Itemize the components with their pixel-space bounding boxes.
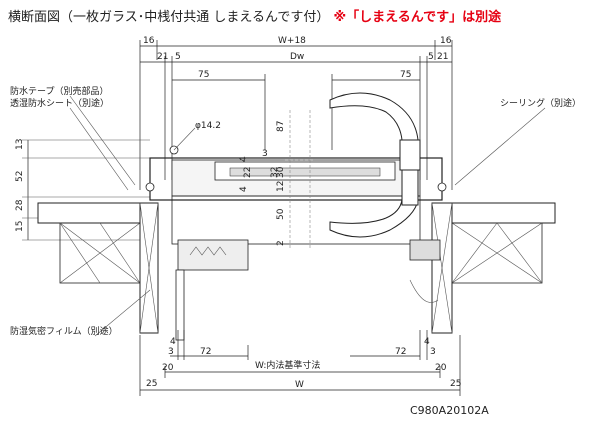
label-inner-width: W:内法基準寸法	[255, 359, 320, 371]
label-waterproof-tape: 防水テープ（別売部品）	[10, 85, 108, 97]
dim-b4r: 4	[424, 337, 430, 347]
dim-b25r: 25	[450, 379, 461, 389]
label-sealing: シーリング（別途）	[500, 97, 581, 109]
label-vapor-film: 防湿気密フィルム（別途）	[10, 325, 118, 337]
label-moisture-sheet: 透湿防水シート（別途）	[10, 97, 109, 109]
label-diameter: φ14.2	[195, 121, 221, 131]
dim-b20r: 20	[435, 363, 447, 373]
dim-v12: 12	[276, 181, 286, 192]
dim-v52: 52	[15, 171, 25, 182]
dim-b25l: 25	[146, 379, 157, 389]
title-main: 横断面図（一枚ガラス･中桟付共通 しまえるんです付）	[8, 10, 330, 25]
dim-dw: Dw	[290, 52, 304, 62]
dim-v87: 87	[276, 121, 286, 132]
dim-l5: 5	[175, 52, 181, 62]
dim-b3l: 3	[168, 347, 174, 357]
top-dimension-lines	[139, 40, 453, 190]
dim-v15: 15	[15, 221, 25, 232]
drawing-code: C980A20102A	[410, 404, 489, 417]
screen-device	[175, 239, 441, 341]
dim-v4b: 4	[239, 186, 249, 192]
dim-bw: W	[295, 380, 304, 390]
dim-b72l: 72	[200, 347, 211, 357]
dim-top-right-16: 16	[440, 36, 452, 46]
dim-v50: 50	[276, 208, 286, 220]
dim-b3r: 3	[430, 347, 436, 357]
dim-r21: 21	[437, 52, 448, 62]
dim-top-w18: W+18	[278, 36, 306, 46]
drawing-title: 横断面図（一枚ガラス･中桟付共通 しまえるんです付） ※「しまえるんです」は別途	[8, 6, 501, 25]
door-handle	[329, 92, 421, 238]
dim-v13: 13	[15, 139, 25, 150]
dim-v32: 32	[270, 167, 280, 178]
dim-v30: 30	[276, 166, 286, 178]
dim-l21: 21	[157, 52, 168, 62]
bottom-dimension-lines	[139, 330, 461, 396]
right-wall	[431, 202, 556, 334]
left-wall	[37, 202, 159, 334]
dim-r5: 5	[428, 52, 434, 62]
dim-v22: 22	[243, 167, 253, 178]
dim-b72r: 72	[395, 347, 406, 357]
dim-l75: 75	[198, 70, 209, 80]
dim-v2: 2	[276, 240, 286, 246]
dim-b20l: 20	[162, 363, 174, 373]
title-note: ※「しまえるんです」は別途	[333, 10, 502, 25]
dim-top-left-16: 16	[143, 36, 155, 46]
dim-b4l: 4	[170, 337, 176, 347]
window-frame	[145, 145, 447, 245]
dim-v4a: 4	[239, 156, 249, 162]
dim-r75: 75	[400, 70, 411, 80]
callout-leaders	[69, 95, 546, 337]
center-lines	[285, 110, 315, 250]
left-dimension-lines	[22, 139, 150, 241]
dim-v28: 28	[15, 199, 25, 211]
dim-v3: 3	[262, 149, 268, 159]
